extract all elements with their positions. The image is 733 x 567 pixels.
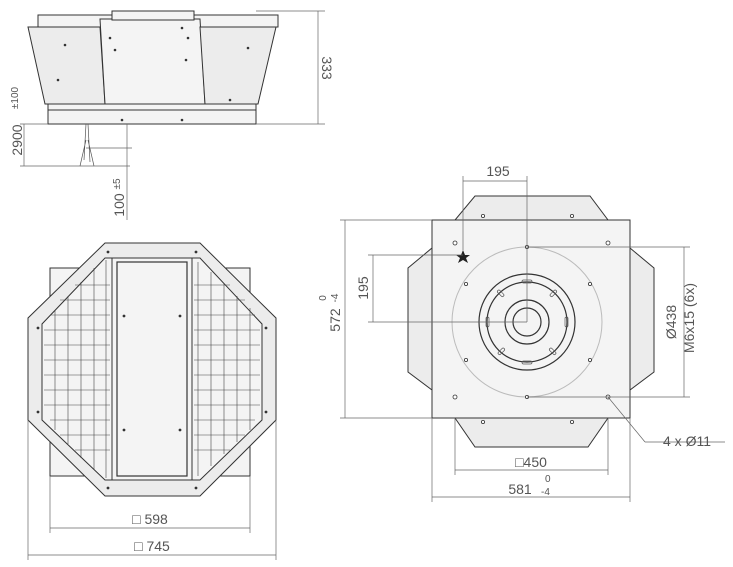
dim-base-width-tol-upper: 0 — [545, 474, 551, 485]
side-view: 333 2900 ±100 100 ±5 — [9, 10, 335, 220]
dim-cable-offset-tol: ±5 — [112, 178, 123, 189]
bottom-center-strip — [111, 257, 193, 481]
dim-bottom-outer: □ 745 — [134, 538, 170, 554]
bottom-right-grid — [194, 262, 260, 476]
dim-base-height-tol-upper: 0 — [318, 295, 329, 301]
bottom-center-inner — [116, 261, 188, 477]
side-cap — [111, 10, 195, 21]
dim-base-height: 572 — [327, 308, 343, 332]
dim-height: 333 — [319, 56, 335, 80]
plan-holes — [452, 213, 611, 424]
dim-thread: M6x15 (6x) — [681, 283, 697, 353]
dim-base-width: 581 — [508, 481, 532, 497]
side-rivets — [56, 26, 250, 122]
side-left-panel — [27, 26, 106, 105]
plan-base — [431, 219, 631, 419]
side-center-panel — [99, 18, 206, 105]
plan-view: 195 195 572 0 -4 Ø438 M6x15 (6x) 4 x Ø11… — [318, 163, 725, 502]
plan-left-panel — [407, 246, 433, 391]
star-icon — [456, 250, 470, 263]
bottom-view: □ 598 □ 745 — [27, 242, 277, 560]
side-base — [47, 109, 257, 125]
side-right-panel — [199, 26, 277, 105]
bottom-rivets — [36, 250, 268, 490]
dim-motor-offset-x: 195 — [486, 163, 510, 179]
bottom-left-grid — [44, 260, 110, 478]
dim-cable-length-tol: ±100 — [10, 86, 21, 109]
dim-mounting-holes: 4 x Ø11 — [663, 433, 711, 449]
plan-bottom-panel — [454, 417, 609, 448]
plan-right-panel — [629, 246, 655, 391]
dim-motor-offset-y: 195 — [355, 276, 371, 300]
dim-cable-length: 2900 — [9, 124, 25, 155]
dim-base-height-tol-lower: -4 — [330, 293, 341, 302]
side-base-flange — [47, 103, 257, 111]
dim-plan-inner: □450 — [515, 454, 547, 470]
bottom-right-frame — [191, 257, 263, 481]
side-cable — [79, 123, 95, 167]
dim-bolt-circle: Ø438 — [663, 305, 679, 339]
dim-bottom-inner: □ 598 — [132, 511, 168, 527]
plan-top-panel — [453, 195, 609, 221]
dim-cable-offset: 100 — [111, 193, 127, 217]
dim-base-width-tol-lower: -4 — [541, 487, 550, 498]
